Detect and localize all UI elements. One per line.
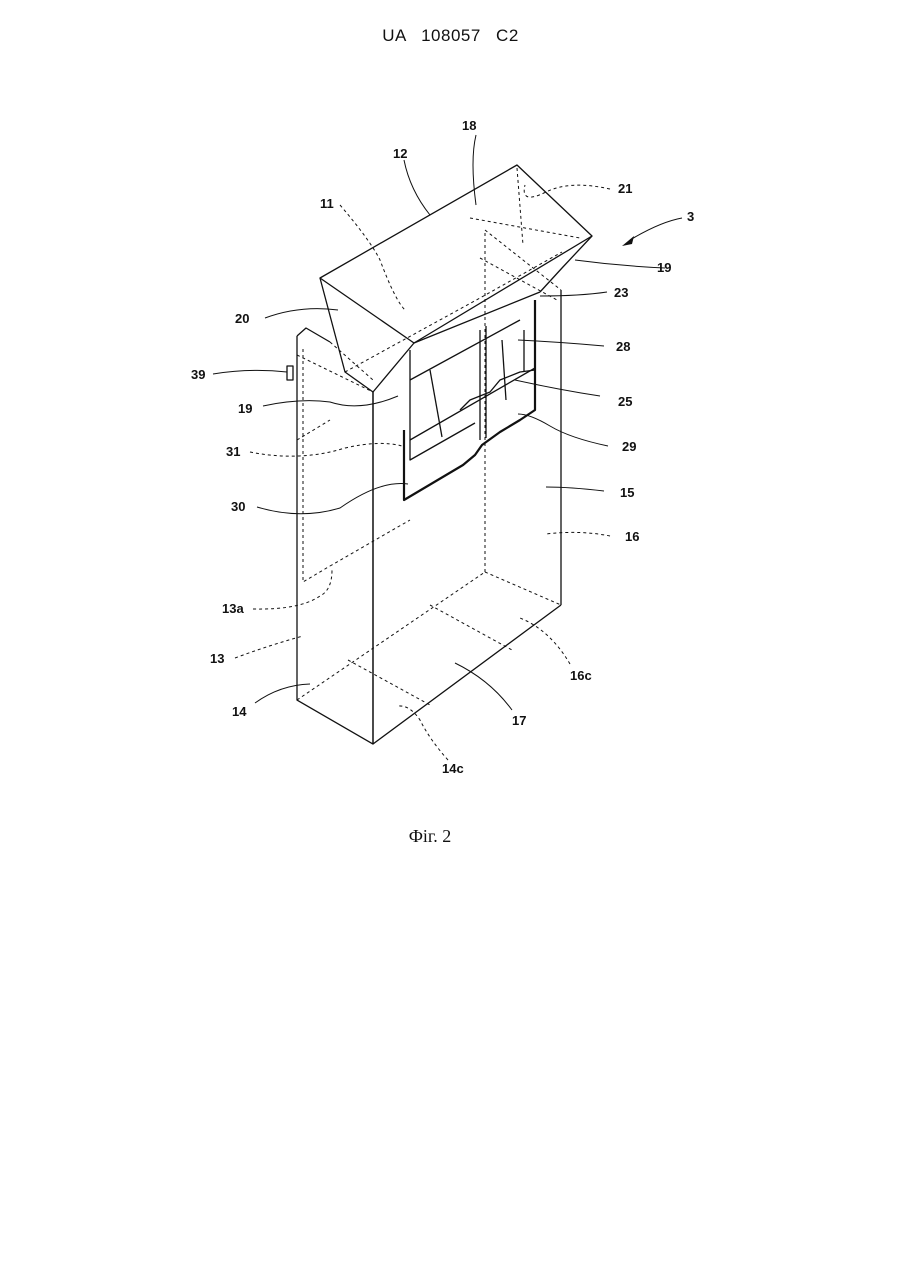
label-25: 25 [618, 394, 632, 409]
label-21: 21 [618, 181, 632, 196]
figure-caption: Фіг. 2 [0, 826, 860, 847]
label-16c: 16c [570, 668, 592, 683]
label-14: 14 [232, 704, 247, 719]
label-12: 12 [393, 146, 407, 161]
label-31: 31 [226, 444, 240, 459]
label-3: 3 [687, 209, 694, 224]
label-17: 17 [512, 713, 526, 728]
label-19-top: 19 [657, 260, 671, 275]
label-29: 29 [622, 439, 636, 454]
label-13a: 13a [222, 601, 244, 616]
label-14c: 14c [442, 761, 464, 776]
label-19-left: 19 [238, 401, 252, 416]
hidden-edges [297, 168, 580, 706]
label-39: 39 [191, 367, 205, 382]
label-23: 23 [614, 285, 628, 300]
reference-numerals: 18 12 21 11 3 19 23 20 28 39 25 19 29 31… [191, 118, 694, 776]
label-11: 11 [320, 196, 334, 211]
outer-box [287, 290, 561, 744]
label-18: 18 [462, 118, 476, 133]
label-28: 28 [616, 339, 630, 354]
label-16: 16 [625, 529, 639, 544]
label-15: 15 [620, 485, 634, 500]
leader-lines [213, 135, 682, 760]
label-30: 30 [231, 499, 245, 514]
hinged-lid [320, 165, 592, 392]
label-20: 20 [235, 311, 249, 326]
inner-frame [404, 300, 535, 500]
label-13: 13 [210, 651, 224, 666]
